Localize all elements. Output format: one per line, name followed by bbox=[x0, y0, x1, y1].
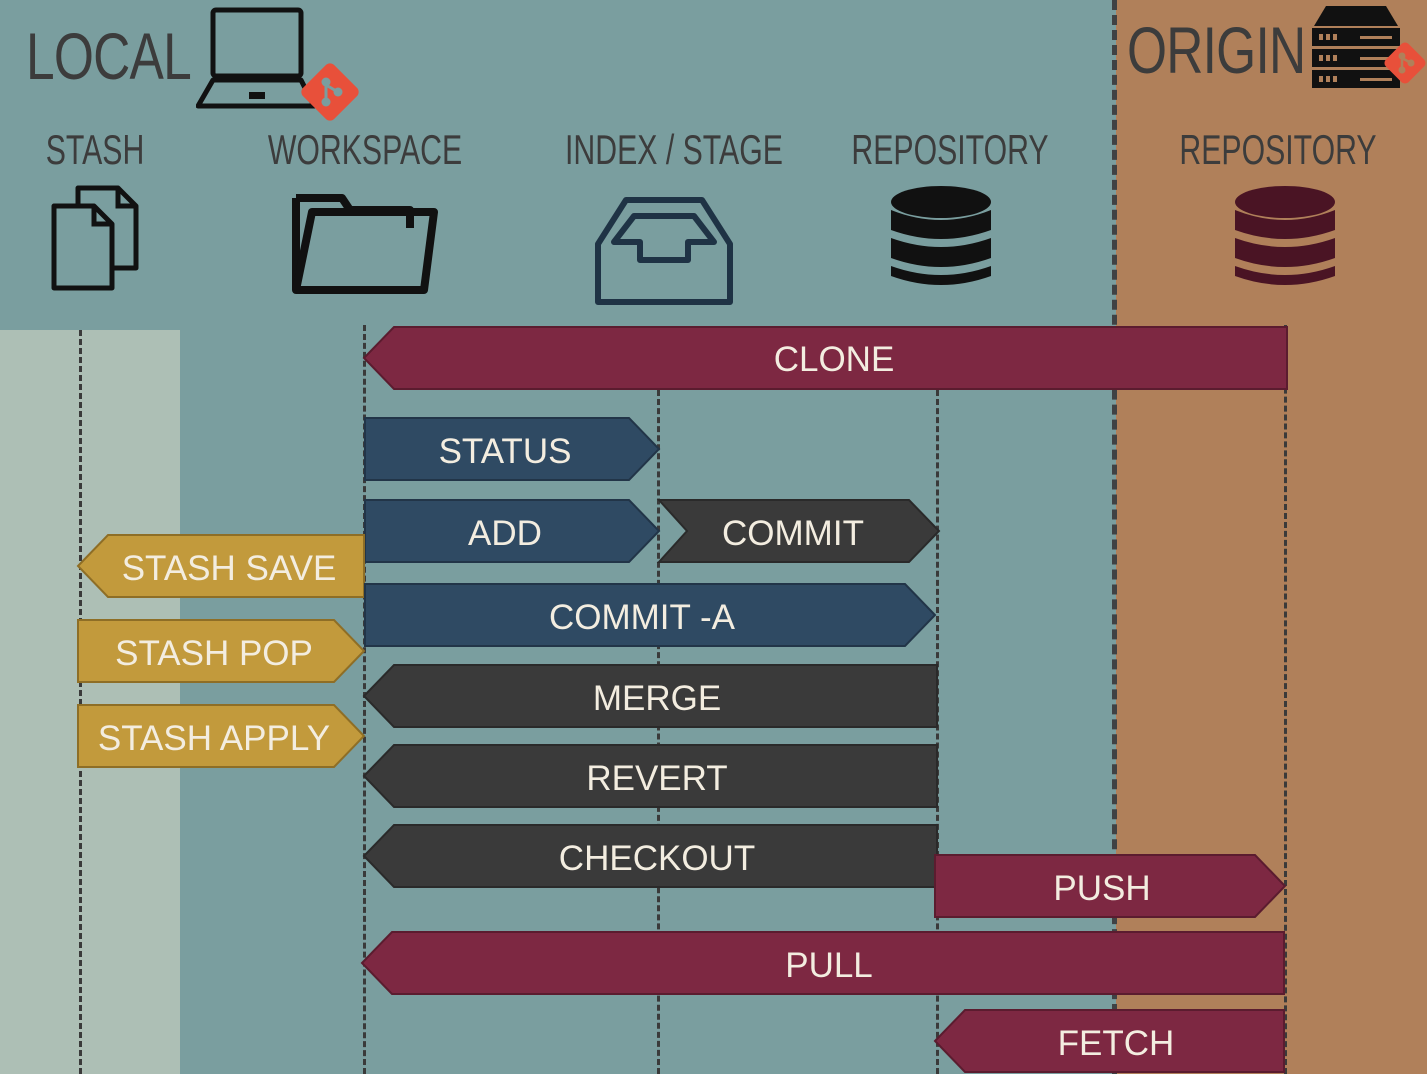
fetch-label: FETCH bbox=[1058, 1024, 1175, 1063]
origin-repository-column-label: REPOSITORY bbox=[1179, 126, 1377, 173]
command-stash-pop: STASH POP bbox=[77, 619, 366, 683]
command-merge: MERGE bbox=[362, 664, 938, 728]
origin-database-icon bbox=[1235, 186, 1335, 285]
commit-a-label: COMMIT -A bbox=[549, 598, 736, 637]
documents-icon bbox=[51, 185, 139, 291]
command-checkout: CHECKOUT bbox=[362, 824, 938, 888]
commit-arrow-shape bbox=[656, 499, 941, 563]
clone-label: CLONE bbox=[774, 340, 895, 379]
fetch-arrow-shape bbox=[933, 1009, 1285, 1073]
status-arrow-shape bbox=[364, 417, 661, 481]
repository-lane bbox=[936, 390, 939, 1074]
database-icon bbox=[891, 186, 991, 285]
command-revert: REVERT bbox=[362, 744, 938, 808]
command-fetch: FETCH bbox=[933, 1009, 1285, 1073]
workspace-lane bbox=[363, 325, 366, 1074]
local-heading: LOCAL bbox=[26, 19, 192, 93]
pull-arrow-shape bbox=[360, 931, 1285, 995]
index-lane bbox=[657, 390, 660, 1074]
command-status: STATUS bbox=[364, 417, 661, 481]
origin-repository-lane bbox=[1284, 325, 1287, 1074]
command-push: PUSH bbox=[934, 854, 1287, 918]
add-label: ADD bbox=[468, 514, 542, 553]
command-pull: PULL bbox=[360, 931, 1285, 995]
git-logo-icon bbox=[1384, 42, 1426, 84]
stash-pop-arrow-shape bbox=[77, 619, 366, 683]
workspace-column-label: WORKSPACE bbox=[267, 126, 463, 173]
stash-column-label: STASH bbox=[45, 126, 145, 173]
stash-apply-arrow-shape bbox=[77, 704, 366, 768]
commit-label: COMMIT bbox=[722, 514, 864, 553]
origin-divider bbox=[1112, 0, 1117, 1074]
server-icon bbox=[1312, 6, 1400, 88]
push-label: PUSH bbox=[1053, 869, 1150, 908]
stash-pop-label: STASH POP bbox=[115, 634, 313, 673]
stash-apply-label: STASH APPLY bbox=[98, 719, 330, 758]
pull-label: PULL bbox=[785, 946, 873, 985]
command-commit-a: COMMIT -A bbox=[364, 583, 937, 647]
repository-column-label: REPOSITORY bbox=[851, 126, 1049, 173]
clone-arrow-shape bbox=[362, 326, 1288, 390]
command-stash-save: STASH SAVE bbox=[76, 534, 365, 598]
origin-heading: ORIGIN bbox=[1127, 13, 1306, 87]
push-arrow-shape bbox=[934, 854, 1287, 918]
command-add: ADD bbox=[364, 499, 661, 563]
checkout-label: CHECKOUT bbox=[559, 839, 755, 878]
index-column-label: INDEX / STAGE bbox=[565, 126, 783, 173]
merge-arrow-shape bbox=[362, 664, 938, 728]
commit-a-arrow-shape bbox=[364, 583, 937, 647]
merge-label: MERGE bbox=[593, 679, 721, 718]
status-label: STATUS bbox=[439, 432, 572, 471]
stash-zone bbox=[0, 330, 180, 1074]
command-commit: COMMIT bbox=[656, 499, 941, 563]
folder-icon bbox=[292, 194, 438, 294]
stash-lane bbox=[79, 330, 82, 1074]
revert-label: REVERT bbox=[586, 759, 727, 798]
stash-save-arrow-shape bbox=[76, 534, 365, 598]
command-stash-apply: STASH APPLY bbox=[77, 704, 366, 768]
command-clone: CLONE bbox=[362, 326, 1288, 390]
git-logo-icon bbox=[301, 63, 359, 121]
revert-arrow-shape bbox=[362, 744, 938, 808]
inbox-tray-icon bbox=[595, 197, 733, 305]
stash-save-label: STASH SAVE bbox=[122, 549, 337, 588]
